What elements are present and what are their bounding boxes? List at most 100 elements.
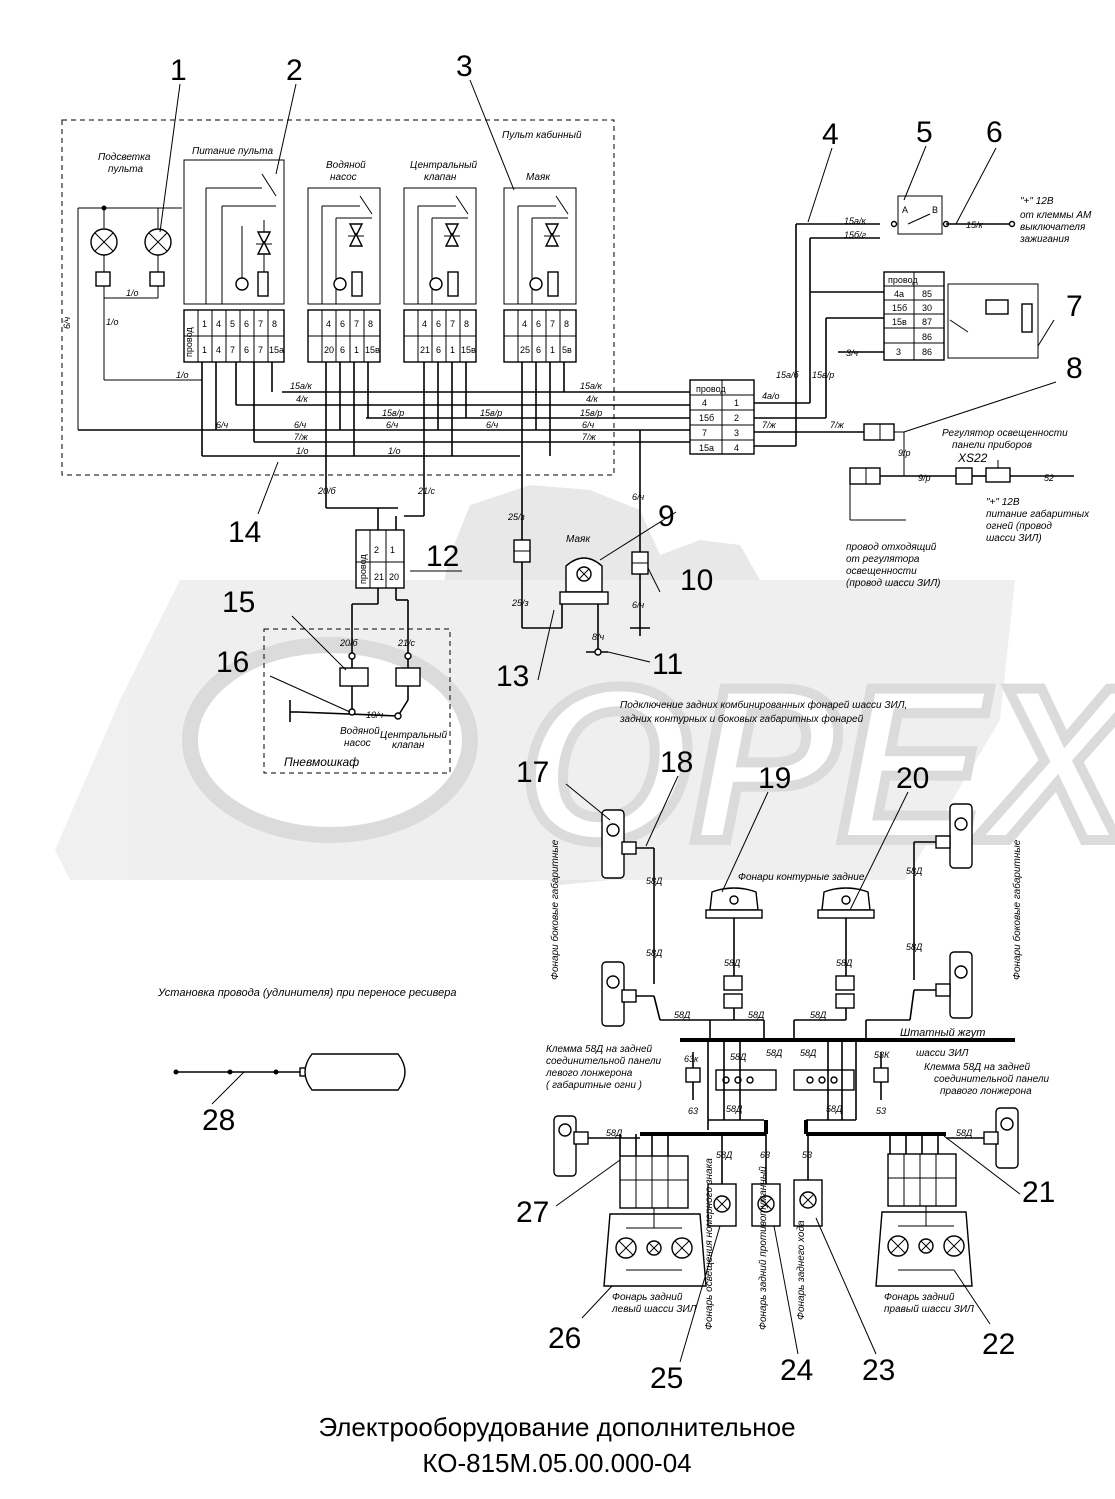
backlight-label-2: пульта: [108, 164, 144, 175]
wire-label: 15в/р: [480, 408, 502, 418]
pin-label: B: [932, 205, 938, 215]
pin-label: 6: [536, 319, 541, 329]
panel-power-terminal: 1 4 5 6 7 8 1 4 7 6 7 15а провод: [183, 309, 285, 363]
backlight-label-1: Подсветка: [98, 152, 151, 163]
beacon-block: [503, 187, 577, 305]
rear-lights-heading: задних контурных и боковых габаритных фо…: [619, 713, 864, 725]
clamp-right-label: Клемма 58Д на задней: [924, 1062, 1031, 1073]
callout-1: 1: [170, 54, 187, 87]
clamp-left-label: Клемма 58Д на задней: [546, 1044, 653, 1055]
pin-label: 8: [272, 319, 277, 329]
wire-label: 58Д: [730, 1052, 747, 1062]
callout-3: 3: [456, 50, 473, 83]
rear-lamp-right: [875, 1134, 973, 1287]
markers-label: "+" 12В: [986, 497, 1020, 508]
callout-23: 23: [862, 1354, 895, 1387]
wire-label: 15а/к: [290, 381, 313, 391]
rear-right-lamp-label: Фонарь задний: [884, 1292, 955, 1303]
pin-label: 1: [390, 545, 395, 555]
pin-label: 1: [450, 345, 455, 355]
wire-label: 15а/к: [844, 216, 867, 226]
brightness-regulator: [849, 423, 1074, 521]
title-line-2: КО-815М.05.00.000-04: [422, 1448, 691, 1478]
callout-16: 16: [216, 646, 249, 679]
wire-label: 63: [760, 1150, 770, 1160]
pin-label: 4: [216, 345, 221, 355]
plate-lamp-label: Фонарь освещения номерного знака: [704, 1158, 715, 1330]
wire-label: 4/к: [296, 394, 309, 404]
callout-28: 28: [202, 1104, 235, 1137]
pin-label: A: [902, 205, 908, 215]
regulator-wire-label: освещенности: [846, 566, 917, 577]
side-marker-rear-right: [946, 1107, 1019, 1169]
clamp-right-label: соединительной панели: [934, 1074, 1049, 1085]
callout-15: 15: [222, 586, 255, 619]
callout-20: 20: [896, 762, 929, 795]
wire-label: 6/ч: [294, 420, 307, 430]
callout-4: 4: [822, 118, 839, 151]
callout-17: 17: [516, 756, 549, 789]
harness-label: шасси ЗИЛ: [916, 1048, 968, 1059]
fog-lamp: [751, 1134, 781, 1227]
wire-label: 21/с: [397, 638, 416, 648]
pin-label: 1: [550, 345, 555, 355]
callout-21: 21: [1022, 1176, 1055, 1209]
regulator-wire-label: провод отходящий: [846, 542, 937, 553]
wire-label: 15а/к: [580, 381, 603, 391]
pin-label: 7: [258, 345, 263, 355]
rear-right-lamp-label: правый шасси ЗИЛ: [884, 1304, 974, 1315]
wire-label: 20/б: [339, 638, 359, 648]
callout-6: 6: [986, 116, 1003, 149]
regulator-label: панели приборов: [952, 439, 1032, 451]
contour-lamp-right: [817, 887, 875, 919]
pin-label: 1: [354, 345, 359, 355]
side-marker-right-top: [935, 803, 973, 869]
water-pump-label-1: Водяной: [326, 160, 366, 171]
junction-block: провод 4 15б 7 15а 1 2 3 4: [689, 379, 755, 455]
harness-label: Штатный жгут: [900, 1027, 985, 1039]
wire-label: 58Д: [906, 866, 923, 876]
pin-label: 25: [520, 345, 530, 355]
water-pump-label-2: насос: [330, 172, 357, 183]
wire-label: 7/ж: [830, 420, 845, 430]
callout-12: 12: [426, 540, 459, 573]
callout-18: 18: [660, 746, 693, 779]
rear-lights-heading: Подключение задних комбинированных фонар…: [620, 699, 907, 711]
callout-13: 13: [496, 660, 529, 693]
pin-label: 8: [464, 319, 469, 329]
wire-label: 58Д: [826, 1104, 843, 1114]
pin-label: 4: [216, 319, 221, 329]
wire-label: 6/ч: [386, 420, 399, 430]
pin-label: 4: [326, 319, 331, 329]
markers-label: питание габаритных: [986, 508, 1090, 520]
callout-19: 19: [758, 762, 791, 795]
ignition-relay: A B: [890, 195, 1016, 235]
central-valve-label-1: Центральный: [410, 160, 478, 171]
wire-label: 15в/р: [580, 408, 602, 418]
wire-label: 58Д: [726, 1104, 743, 1114]
pin-label: 15б: [892, 303, 907, 313]
beacon-terminal: 4 6 7 8 25 6 1 5в: [503, 309, 577, 363]
callout-25: 25: [650, 1362, 683, 1395]
pin-label: 6: [536, 345, 541, 355]
wire-label: 58Д: [800, 1048, 817, 1058]
wire-label: 58Д: [810, 1010, 827, 1020]
wire-label: 6/ч: [632, 600, 645, 610]
wire-label: 1/о: [296, 446, 309, 456]
clamp-left-label: соединительной панели: [546, 1056, 661, 1067]
wire-label: 7/ж: [582, 432, 597, 442]
pin-label: 15в: [461, 345, 476, 355]
fog-lamp-label: Фонарь задний противотуманный: [758, 1166, 769, 1330]
wire-label: 6/ч: [486, 420, 499, 430]
pin-label: 4: [734, 443, 739, 453]
side-marker-left-bottom: [601, 961, 637, 1027]
wire-label: 1/о: [106, 317, 119, 327]
pump-small-label: насос: [344, 738, 371, 749]
markers-label: огней (провод: [986, 521, 1052, 532]
pump-small-label: Водяной: [340, 726, 380, 737]
regulator-wire-label: от регулятора: [846, 554, 920, 565]
wire-label: 15б/г: [844, 230, 867, 240]
pin-label: 15а: [699, 443, 714, 453]
wire-label: 6/ч: [582, 420, 595, 430]
